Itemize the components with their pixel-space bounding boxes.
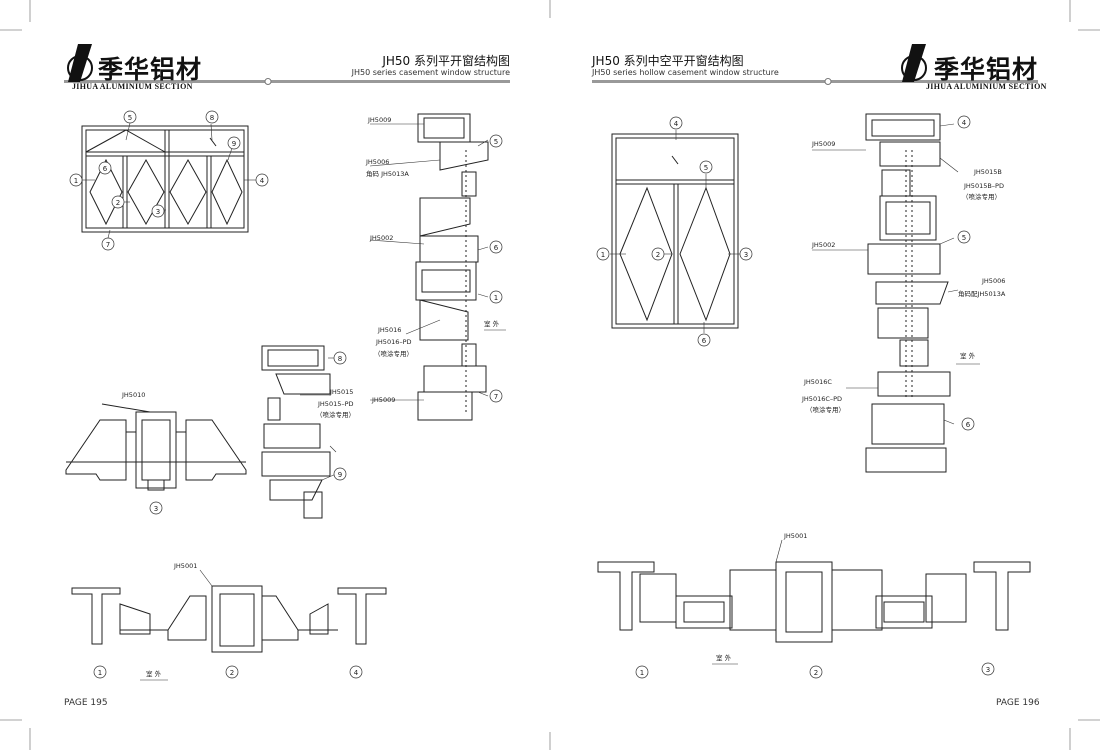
callout-4: 4 <box>260 177 265 185</box>
logo-mark-right <box>901 44 927 82</box>
label-jh5015b-pd: JH5015B–PD <box>963 182 1004 190</box>
label-jh5015b: JH5015B <box>973 168 1002 176</box>
callout-3: 3 <box>154 505 158 513</box>
callout-3: 3 <box>744 251 748 259</box>
right-vertical-section <box>865 113 951 473</box>
label-jh5001-left: JH5001 <box>173 562 197 570</box>
label-jh5009-right: JH5009 <box>811 140 835 148</box>
label-penqu-2: （喷涂专用） <box>316 410 355 419</box>
label-jiaoma-5013a: 角码 JH5013A <box>366 169 409 178</box>
callout-1: 1 <box>494 294 498 302</box>
callout-5: 5 <box>494 138 498 146</box>
callout-5: 5 <box>128 114 132 122</box>
left-section-leaders <box>369 123 506 401</box>
callout-1: 1 <box>640 669 644 677</box>
left-title-en: JH50 series casement window structure <box>351 68 510 77</box>
callout-9: 9 <box>338 471 342 479</box>
label-jiaoma-pei: 角码配JH5013A <box>958 289 1006 298</box>
header-rules <box>64 78 1038 85</box>
label-shiwai-1: 室 外 <box>484 319 500 328</box>
callout-2: 2 <box>116 199 120 207</box>
label-jh5015-pd: JH5015–PD <box>317 400 354 408</box>
callout-4: 4 <box>962 119 967 127</box>
label-jh5002: JH5002 <box>369 234 393 242</box>
logo-text-right: 季华铝材 <box>934 55 1039 84</box>
page-number-right: PAGE 196 <box>996 698 1040 708</box>
callout-7: 7 <box>106 241 110 249</box>
callout-8: 8 <box>210 114 214 122</box>
label-jh5016: JH5016 <box>377 326 401 334</box>
left-title-cn: JH50 系列平开窗结构图 <box>382 54 510 68</box>
callout-5: 5 <box>962 234 966 242</box>
page-number-left: PAGE 195 <box>64 698 108 708</box>
logo-subtitle-right: JIHUA ALUMINIUM SECTION <box>926 82 1047 91</box>
callout-1: 1 <box>601 251 605 259</box>
callout-8: 8 <box>338 355 342 363</box>
logo-subtitle-left: JIHUA ALUMINIUM SECTION <box>72 82 193 91</box>
logo-mark-left <box>67 44 93 82</box>
callout-3: 3 <box>156 208 160 216</box>
callout-1: 1 <box>98 669 102 677</box>
callout-1: 1 <box>74 177 78 185</box>
label-jh5009-top: JH5009 <box>367 116 391 124</box>
right-title-cn: JH50 系列中空平开窗结构图 <box>592 54 744 68</box>
label-jh5015: JH5015 <box>329 388 353 396</box>
label-shiwai-3: 室 外 <box>960 351 976 360</box>
left-sash-section <box>261 345 338 519</box>
callout-6: 6 <box>966 421 971 429</box>
callout-6: 6 <box>702 337 707 345</box>
label-shiwai-2: 室 外 <box>146 669 162 678</box>
right-leaders <box>610 130 740 333</box>
callout-2: 2 <box>814 669 818 677</box>
logo-text-left: 季华铝材 <box>98 55 203 84</box>
callout-3: 3 <box>986 666 990 674</box>
left-bottom-section <box>71 569 387 681</box>
label-jh5016c: JH5016C <box>803 378 832 386</box>
label-jh5010: JH5010 <box>121 391 145 399</box>
label-penqu-4: （喷涂专用） <box>806 405 845 414</box>
callout-7: 7 <box>494 393 498 401</box>
label-jh5016-pd: JH5016–PD <box>375 338 412 346</box>
left-vertical-section <box>415 113 489 421</box>
label-jh5009-bottom: JH5009 <box>371 396 395 404</box>
right-title-en: JH50 series hollow casement window struc… <box>592 68 779 77</box>
callout-6: 6 <box>103 165 108 173</box>
callout-4: 4 <box>354 669 359 677</box>
callout-6: 6 <box>494 244 499 252</box>
left-leaders <box>82 122 256 239</box>
left-mullion-section <box>65 403 247 491</box>
callout-5: 5 <box>704 164 708 172</box>
right-section-leaders <box>812 123 980 425</box>
label-shiwai-4: 室 外 <box>716 653 732 662</box>
label-penqu-3: （喷涂专用） <box>962 192 1001 201</box>
label-jh5001-right: JH5001 <box>783 532 807 540</box>
right-bottom-section <box>597 539 1031 665</box>
label-jh5016c-pd: JH5016C–PD <box>801 395 842 403</box>
label-jh5002-right: JH5002 <box>811 241 835 249</box>
callout-4: 4 <box>674 120 679 128</box>
callout-2: 2 <box>230 669 234 677</box>
label-jh5006: JH5006 <box>365 158 389 166</box>
callout-9: 9 <box>232 140 236 148</box>
callout-2: 2 <box>656 251 660 259</box>
label-penqu-1: （喷涂专用） <box>374 349 413 358</box>
label-jh5006-right: JH5006 <box>981 277 1005 285</box>
